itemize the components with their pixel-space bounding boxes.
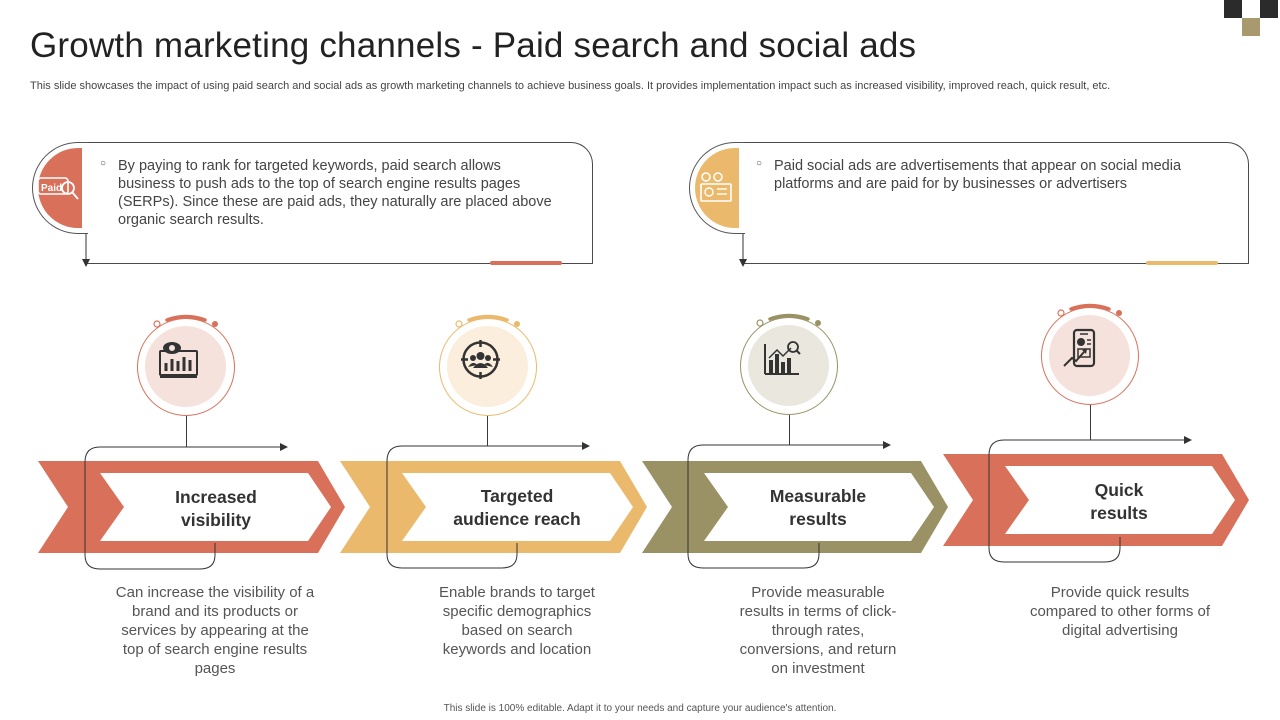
visibility-node	[137, 318, 235, 416]
footer-note: This slide is 100% editable. Adapt it to…	[443, 703, 837, 714]
step-desc-quick-results: Provide quick results compared to other …	[1029, 584, 1211, 640]
social-ads-box: Paid social ads are advertisements that …	[742, 142, 1249, 265]
page-title: Growth marketing channels - Paid search …	[30, 26, 917, 65]
page-subtitle: This slide showcases the impact of using…	[30, 80, 1111, 92]
svg-text:Paid: Paid	[41, 183, 62, 194]
accent-bar	[1146, 261, 1218, 265]
social-ads-text: Paid social ads are advertisements that …	[756, 157, 1214, 193]
analytics-chart-icon	[764, 341, 801, 375]
measurable-node	[740, 317, 838, 415]
paid-search-badge: Paid	[32, 142, 88, 234]
arrow-down-icon	[739, 234, 747, 267]
step-desc-targeted-audience-reach: Enable brands to target specific demogra…	[439, 584, 595, 659]
quick-results-node	[1041, 307, 1139, 405]
step-label-quick-results: Quick results	[1090, 480, 1148, 523]
connector-stem	[1090, 405, 1091, 440]
paid-search-icon: Paid	[37, 177, 79, 200]
step-desc-increased-visibility: Can increase the visibility of a brand a…	[115, 584, 315, 678]
corner-decoration	[1224, 0, 1280, 40]
target-audience-icon	[461, 340, 500, 379]
step-label-increased-visibility: Increased visibility	[175, 487, 257, 530]
connector-stem	[186, 416, 187, 447]
accent-bar	[490, 261, 562, 265]
social-ads-badge	[689, 142, 745, 234]
step-desc-measurable-results: Provide measurable results in terms of c…	[739, 584, 897, 678]
paid-search-box: By paying to rank for targeted keywords,…	[86, 142, 593, 265]
step-label-measurable-results: Measurable results	[769, 486, 867, 529]
connector-stem	[487, 416, 488, 446]
paid-search-text: By paying to rank for targeted keywords,…	[100, 157, 558, 230]
social-ads-icon	[700, 172, 732, 202]
step-label-targeted-audience-reach: Targeted audience reach	[453, 486, 581, 529]
connector-stem	[789, 415, 790, 445]
arrow-down-icon	[82, 234, 90, 267]
mobile-growth-icon	[1063, 328, 1096, 368]
audience-node	[439, 318, 537, 416]
visibility-chart-icon	[159, 342, 198, 378]
